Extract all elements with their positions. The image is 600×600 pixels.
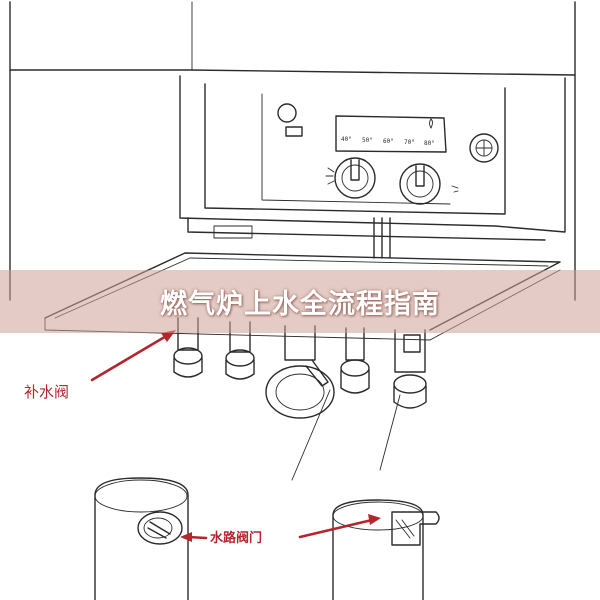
gas-valve: [265, 325, 335, 419]
title-banner: 燃气炉上水全流程指南: [0, 270, 600, 333]
refill-valve-label: 补水阀: [24, 383, 69, 401]
hot-water-knob: [399, 163, 459, 205]
valve-detail-open: [94, 477, 189, 600]
water-valve-label: 水路阀门: [210, 530, 262, 546]
valve-detail-closed: [332, 499, 440, 600]
reset-button-icon: [285, 126, 303, 137]
water-valve-arrow-right: [298, 514, 381, 539]
heating-knob: [325, 157, 376, 199]
refill-valve: [393, 329, 427, 409]
refill-valve-arrow: [90, 330, 176, 382]
power-button-icon: [277, 103, 297, 123]
water-valve-arrow-left: [180, 532, 208, 542]
page-title: 燃气炉上水全流程指南: [160, 289, 440, 320]
scale-label: 40°: [341, 136, 352, 143]
control-panel: 40° 50° 60° 70° 80°: [179, 75, 566, 259]
scale-label: 70°: [404, 139, 415, 146]
pipe-fitting: [225, 321, 255, 380]
scale-label: 80°: [424, 140, 435, 147]
pressure-gauge-icon: [469, 133, 499, 163]
scale-label: 50°: [362, 137, 373, 144]
temperature-display: 40° 50° 60° 70° 80°: [335, 115, 447, 153]
label-plate: [213, 225, 253, 239]
pipe-fitting: [340, 327, 370, 394]
pipe-fitting: [173, 317, 203, 378]
boiler-body: [9, 1, 576, 301]
scale-label: 60°: [383, 138, 394, 145]
flame-icon: [429, 118, 433, 129]
